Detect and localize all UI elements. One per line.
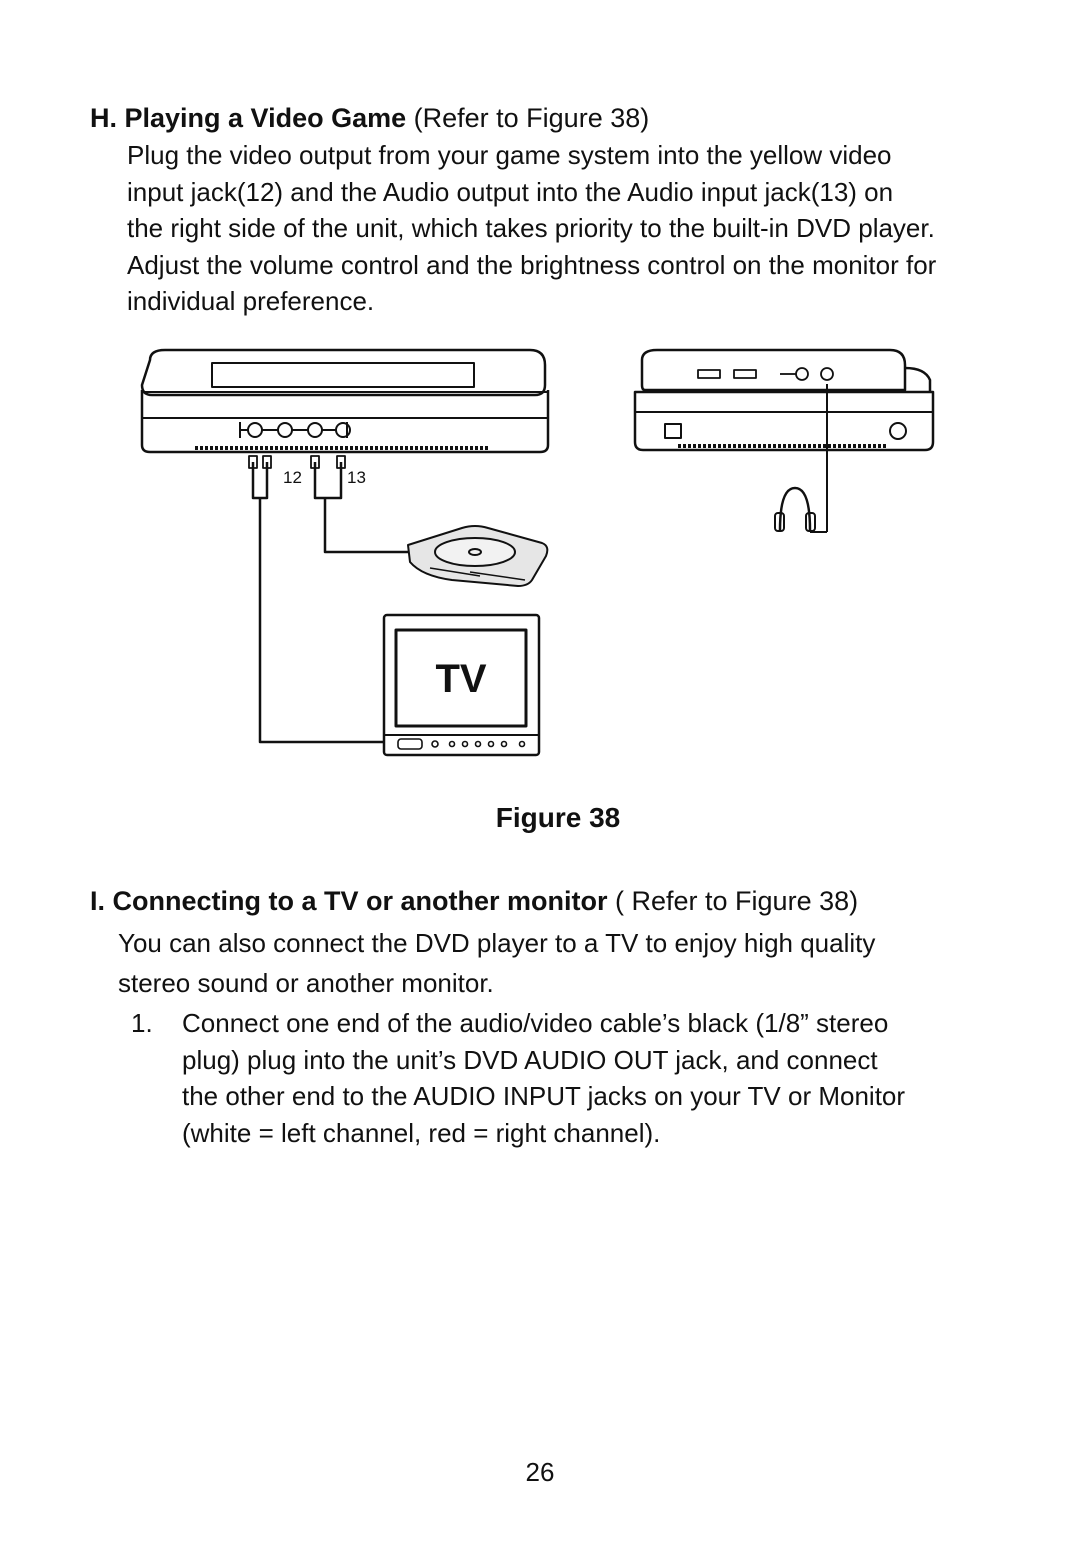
section-h-line: the right side of the unit, which takes …	[127, 213, 935, 243]
section-h-line: Plug the video output from your game sys…	[127, 140, 892, 170]
section-h-heading: H. Playing a Video Game (Refer to Figure…	[90, 100, 649, 136]
dvd-player-front-view	[633, 348, 935, 452]
figure-caption-text: Figure 38	[495, 802, 621, 833]
section-h-line: input jack(12) and the Audio output into…	[127, 176, 894, 207]
section-i-intro-line: You can also connect the DVD player to a…	[118, 928, 876, 958]
jack-13-label: 13	[347, 468, 366, 487]
section-i-figure-ref: ( Refer to Figure 38)	[615, 886, 859, 916]
page-number: 26	[525, 1457, 555, 1487]
dvd-player-side-view	[140, 348, 550, 454]
game-console	[407, 525, 549, 587]
section-h-title: H. Playing a Video Game	[90, 103, 407, 133]
section-i-title: I. Connecting to a TV or another monitor	[90, 886, 608, 916]
av-input-jacks	[239, 422, 351, 438]
figure-38-diagram: 12 13 TV	[140, 348, 935, 757]
step-1-text: Connect one end of the audio/video cable…	[182, 1005, 982, 1151]
step-1-line: (white = left channel, red = right chann…	[182, 1117, 661, 1148]
section-i-intro: You can also connect the DVD player to a…	[118, 923, 875, 1003]
tv-label: TV	[435, 657, 486, 701]
headphones	[774, 384, 828, 533]
jack-12-label: 12	[283, 468, 302, 487]
step-1-line: plug) plug into the unit’s DVD AUDIO OUT…	[182, 1044, 878, 1075]
section-i-heading: I. Connecting to a TV or another monitor…	[90, 883, 858, 919]
step-1-line: the other end to the AUDIO INPUT jacks o…	[182, 1081, 906, 1111]
tv-set	[382, 613, 541, 757]
section-h-line: individual preference.	[127, 286, 375, 316]
rca-plugs	[248, 455, 346, 469]
step-1-line: Connect one end of the audio/video cable…	[182, 1008, 889, 1038]
figure-caption: Figure 38	[0, 800, 1080, 836]
section-i-intro-line: stereo sound or another monitor.	[118, 968, 494, 998]
av-cable	[251, 462, 410, 744]
section-h-figure-ref: (Refer to Figure 38)	[413, 103, 650, 133]
section-h-line: Adjust the volume control and the bright…	[127, 249, 937, 280]
section-h-body: Plug the video output from your game sys…	[127, 137, 992, 320]
step-1-number: 1.	[131, 1008, 153, 1038]
